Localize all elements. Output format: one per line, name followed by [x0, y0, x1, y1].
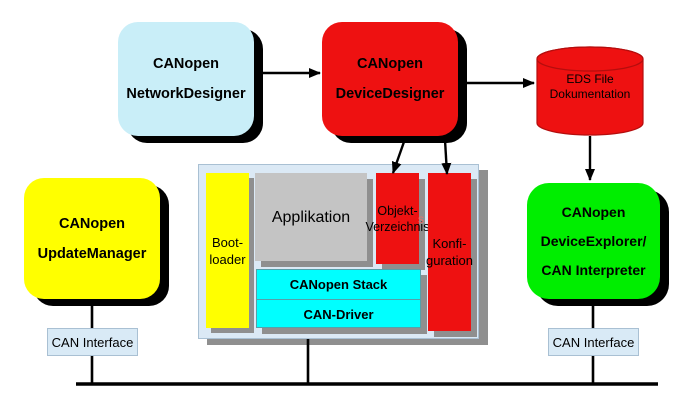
can-interface-right: CAN Interface: [548, 328, 639, 356]
node-canopen-device-designer: CANopen DeviceDesigner: [322, 22, 458, 136]
overflow-text-artifact: s: [418, 212, 424, 226]
node-label-line: DeviceExplorer/: [540, 232, 647, 249]
can-interface-left: CAN Interface: [47, 328, 138, 356]
node-eds-file-dokumentation: EDS File Dokumentation: [536, 46, 644, 136]
cylinder-label: EDS File Dokumentation: [549, 72, 631, 101]
node-canopen-network-designer: CANopen NetworkDesigner: [118, 22, 254, 136]
node-label-line: UpdateManager: [37, 245, 147, 262]
node-applikation: Applikation: [255, 173, 367, 261]
node-label-line: CAN Interpreter: [541, 261, 646, 278]
node-can-driver: CAN-Driver: [257, 299, 420, 329]
node-objekt-verzeichnis: Objekt- Verzeichnis: [366, 173, 429, 264]
stack-driver-group: CANopen Stack CAN-Driver: [256, 269, 421, 328]
node-label-line: DeviceDesigner: [335, 86, 445, 102]
node-label-line: CANopen: [152, 56, 220, 72]
node-label-line: CANopen: [356, 56, 424, 72]
node-label-line: NetworkDesigner: [126, 86, 246, 102]
node-label-line: CANopen: [561, 203, 626, 220]
node-canopen-device-explorer: CANopen DeviceExplorer/ CAN Interpreter: [527, 183, 660, 299]
node-label-line: CANopen: [58, 215, 126, 232]
node-konfiguration: Konfi- guration: [426, 173, 473, 331]
node-canopen-update-manager: CANopen UpdateManager: [24, 178, 160, 299]
node-canopen-stack: CANopen Stack: [289, 277, 388, 292]
node-bootloader: Boot- loader: [206, 173, 249, 328]
device-container: Boot- loader Applikation Objekt- Verzeic…: [198, 164, 479, 339]
database-cylinder-icon: [536, 46, 644, 136]
